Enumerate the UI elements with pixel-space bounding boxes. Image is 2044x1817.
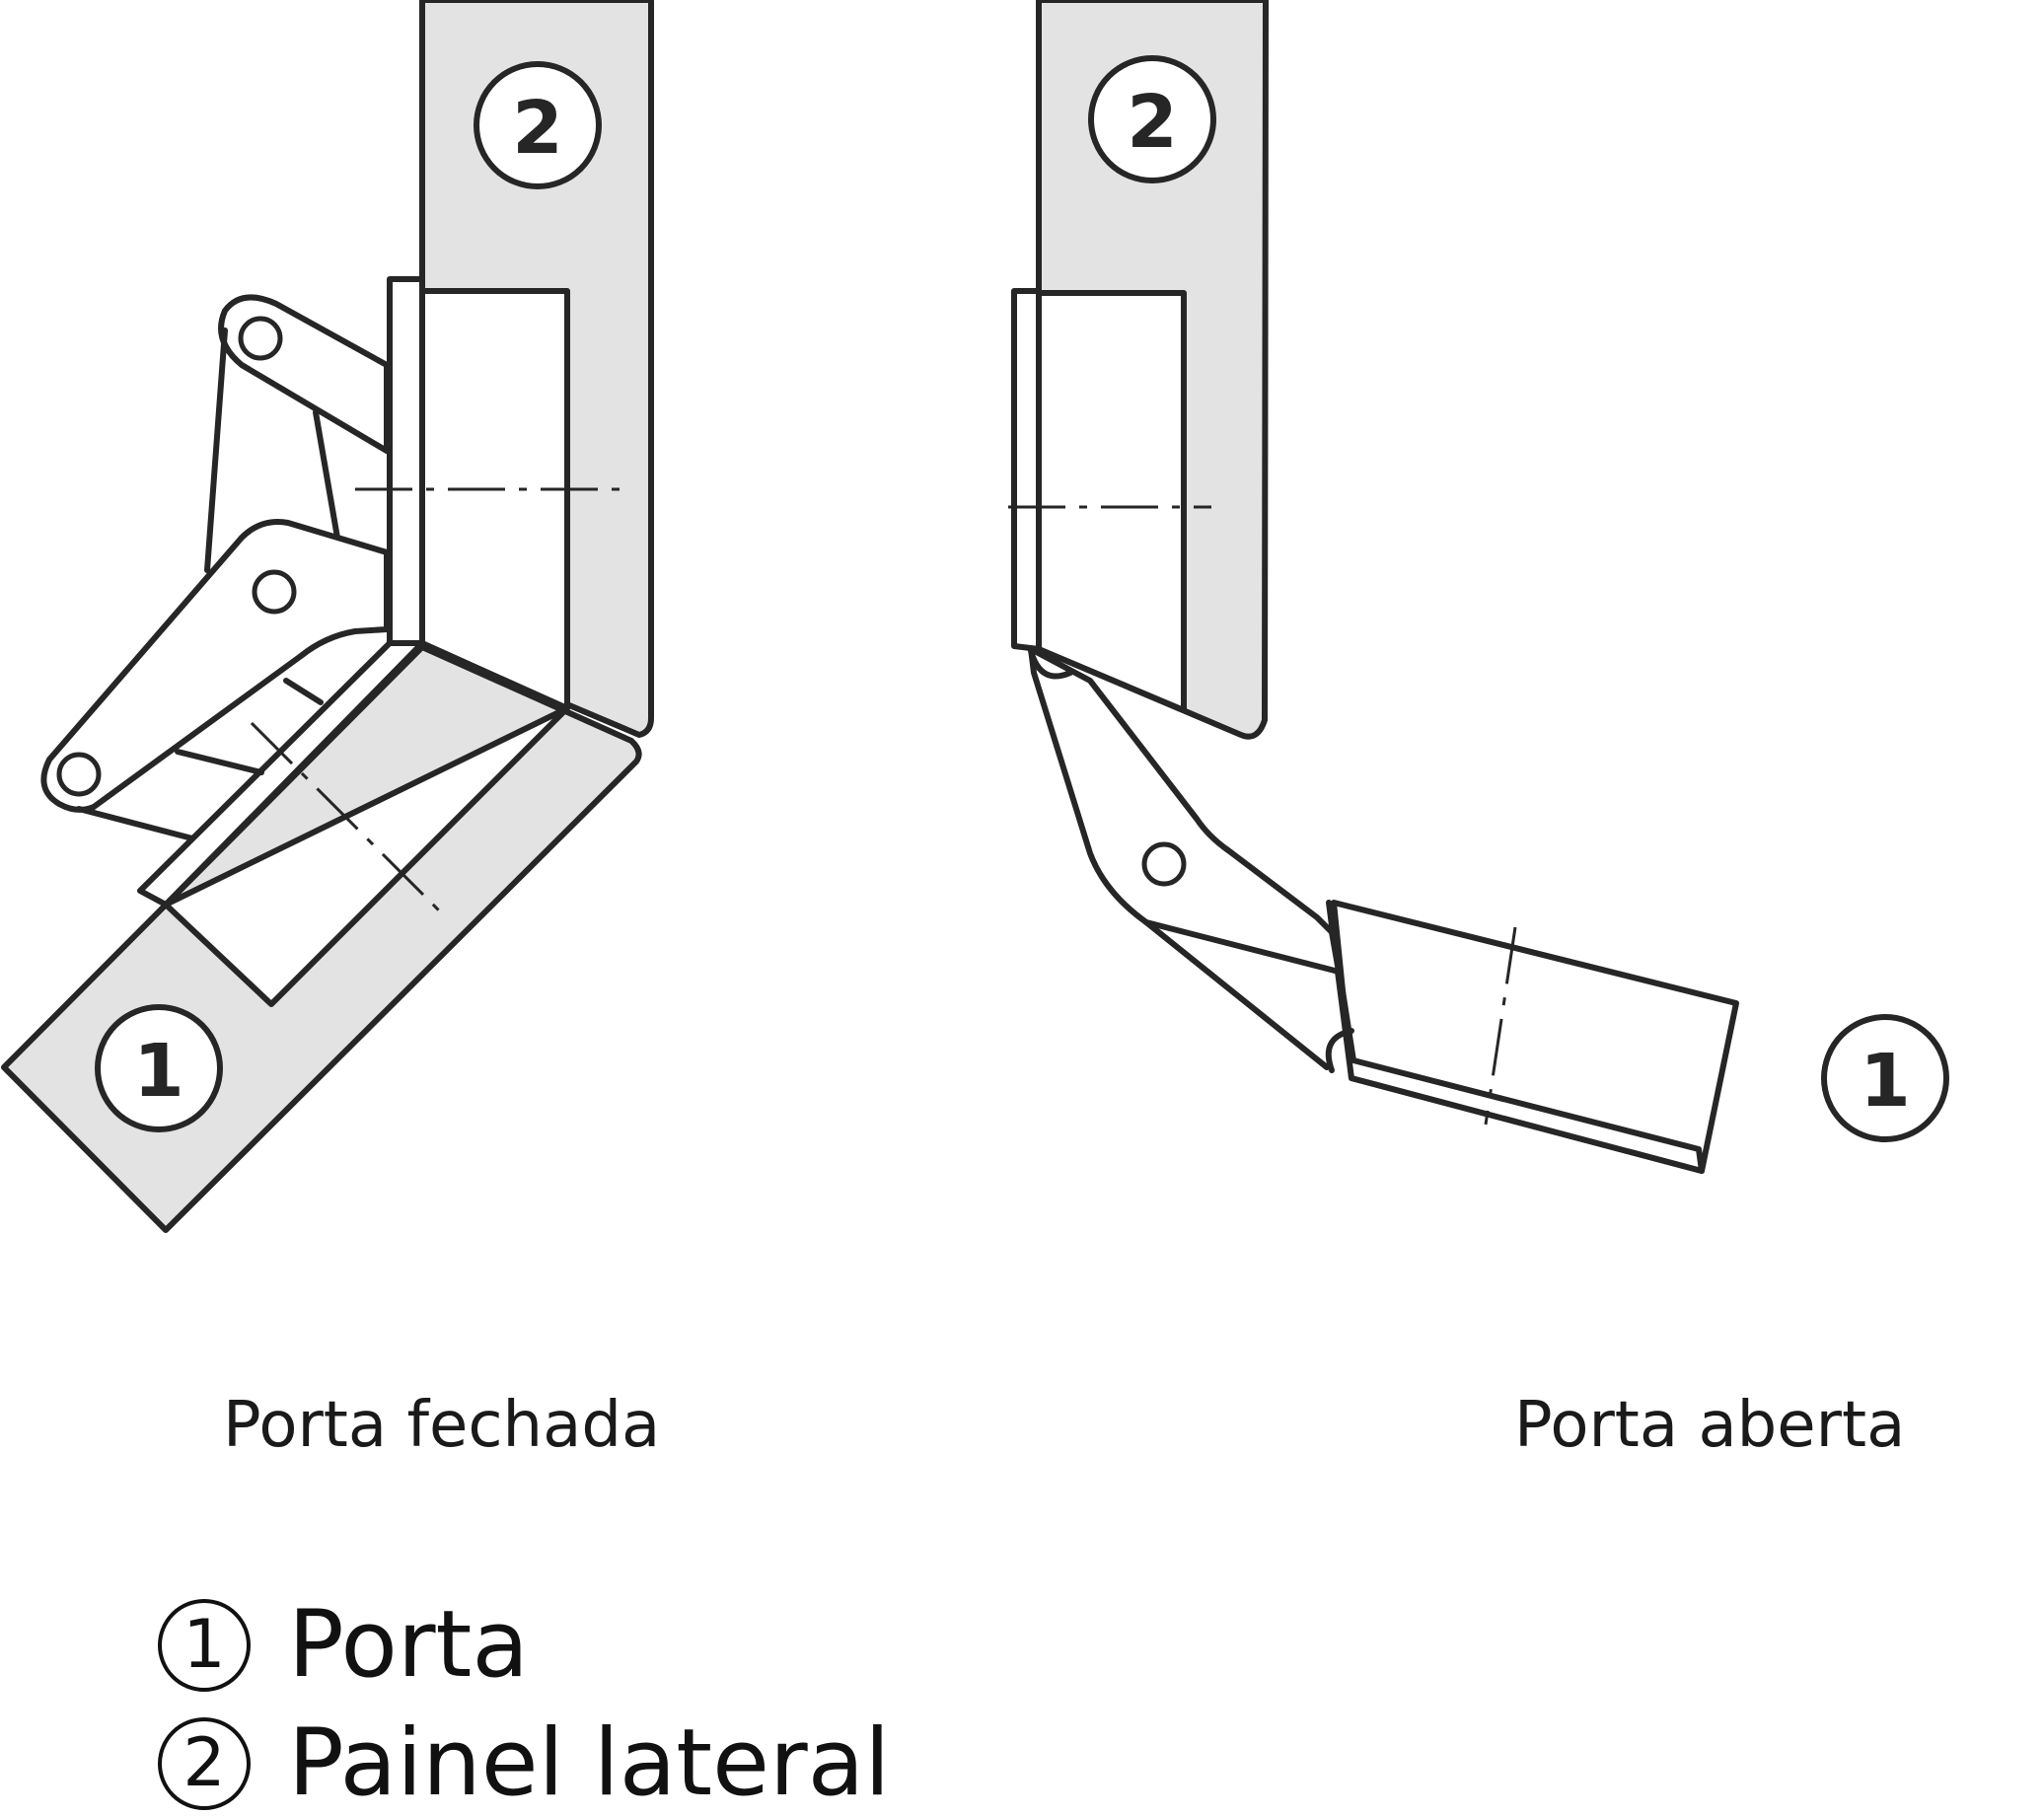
legend-label-side-panel: Painel lateral: [288, 1709, 891, 1817]
badge-door-open: 1: [1821, 1014, 1949, 1142]
caption-closed-door: Porta fechada: [223, 1389, 661, 1462]
legend-label-door: Porta: [288, 1591, 529, 1699]
hinge-link-upper-closed: [218, 294, 390, 454]
legend-number-door: 1: [158, 1598, 251, 1692]
legend-item-side-panel: 2 Painel lateral: [158, 1709, 890, 1817]
pivot-hole-1: [238, 316, 283, 361]
caption-open-door: Porta aberta: [1514, 1389, 1906, 1462]
badge-door-closed-number: 1: [133, 1029, 184, 1114]
closed-door-view: 2 1: [1, 0, 654, 1233]
legend-number-side-panel: 2: [158, 1716, 251, 1810]
badge-side-panel-closed-number: 2: [512, 86, 563, 171]
badge-side-panel-open: 2: [1088, 55, 1216, 183]
pivot-hole-2: [252, 569, 297, 615]
center-axis-door-closed: [250, 721, 441, 912]
mounting-plate-closed: [419, 288, 570, 711]
hinge-link-lower-closed: [40, 519, 390, 813]
hinge-cup-closed: [163, 705, 570, 1007]
hinge-arm-strip-closed: [387, 276, 425, 646]
pivot-hole-4: [1141, 841, 1187, 887]
badge-side-panel-open-number: 2: [1127, 80, 1178, 165]
hinge-diagonal-strip-closed: [137, 640, 425, 908]
center-axis-door-open: [1484, 926, 1517, 1126]
badge-door-closed: 1: [95, 1004, 223, 1132]
pivot-hole-3: [56, 752, 102, 797]
hinge-link-open: [1028, 646, 1342, 975]
hinge-cup-open: [1331, 900, 1739, 1174]
legend-item-door: 1 Porta: [158, 1591, 529, 1699]
mounting-plate-open: [1036, 290, 1187, 713]
badge-door-open-number: 1: [1860, 1039, 1911, 1124]
badge-side-panel-closed: 2: [474, 61, 602, 189]
open-door-view: 2 1: [1008, 0, 1949, 1174]
hinge-arm-strip-open: [1011, 288, 1042, 652]
